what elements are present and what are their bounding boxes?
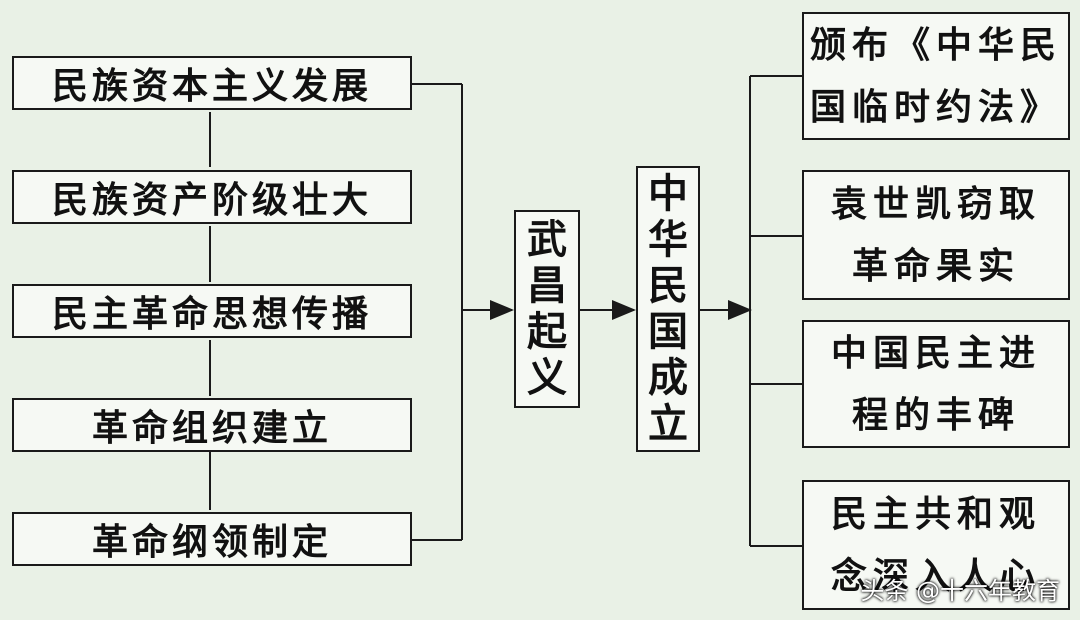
republic-char-6: 立 [648, 400, 688, 447]
cause-box-5: 革命纲领制定 [12, 512, 412, 566]
effect-box-4: 民主共和观 念深入人心 [802, 480, 1070, 610]
effect-1-line-2: 国临时约法》 [809, 86, 1062, 128]
wuchang-char-2: 昌 [527, 262, 567, 309]
effect-4-line-1: 民主共和观 [830, 493, 1041, 535]
republic-char-4: 国 [648, 308, 688, 355]
effect-3-line-2: 程的丰碑 [851, 394, 1020, 436]
republic-char-5: 成 [648, 354, 688, 401]
cause-box-2: 民族资产阶级壮大 [12, 170, 412, 224]
republic-char-1: 中 [648, 170, 688, 217]
effect-2-line-2: 革命果实 [851, 245, 1020, 287]
cause-label-2: 民族资产阶级壮大 [51, 179, 372, 221]
wuchang-char-3: 起 [527, 308, 567, 355]
wuchang-char-4: 义 [527, 354, 567, 401]
effect-1-line-1: 颁布《中华民 [809, 24, 1062, 66]
republic-char-2: 华 [648, 216, 688, 263]
cause-box-1: 民族资本主义发展 [12, 56, 412, 110]
cause-label-5: 革命纲领制定 [91, 521, 332, 563]
cause-box-3: 民主革命思想传播 [12, 284, 412, 338]
effect-4-line-2: 念深入人心 [830, 555, 1041, 597]
effect-box-3: 中国民主进 程的丰碑 [802, 320, 1070, 448]
cause-label-1: 民族资本主义发展 [51, 65, 372, 107]
effect-2-line-1: 袁世凯窃取 [830, 183, 1041, 225]
effect-box-2: 袁世凯窃取 革命果实 [802, 170, 1070, 300]
effect-3-line-1: 中国民主进 [830, 332, 1041, 374]
wuchang-char-1: 武 [527, 216, 567, 263]
cause-label-3: 民主革命思想传播 [51, 293, 372, 335]
cause-box-4: 革命组织建立 [12, 398, 412, 452]
effect-box-1: 颁布《中华民 国临时约法》 [802, 12, 1070, 140]
watermark: 头条 @十六年教育 [860, 577, 1060, 605]
wuchang-uprising-box: 武 昌 起 义 [514, 210, 580, 408]
cause-label-4: 革命组织建立 [91, 407, 332, 449]
republic-char-3: 民 [648, 262, 688, 309]
republic-founded-box: 中 华 民 国 成 立 [636, 166, 700, 452]
